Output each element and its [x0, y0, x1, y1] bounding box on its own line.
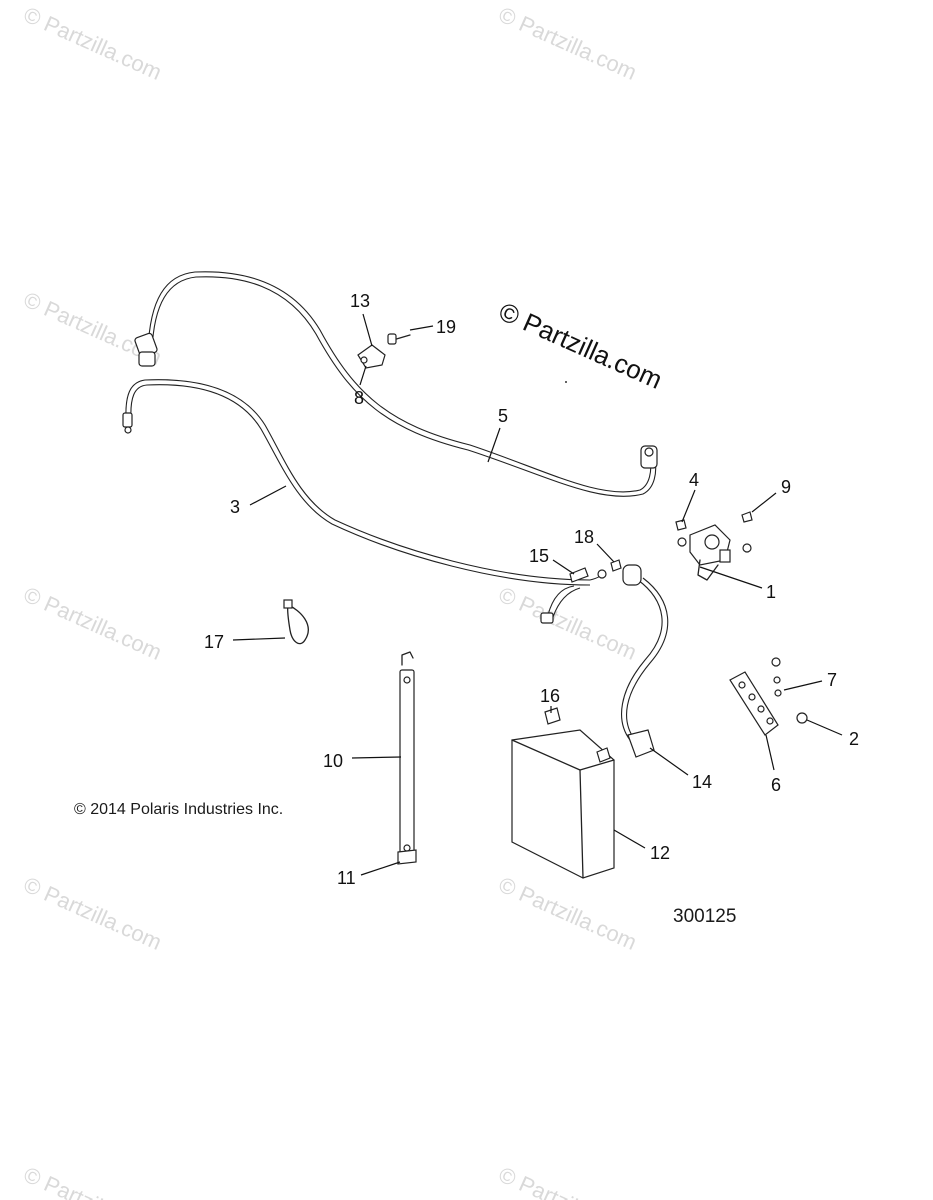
- part-5-cable: [134, 271, 658, 497]
- callout-19: 19: [436, 317, 456, 337]
- callout-17: 17: [204, 632, 224, 652]
- figure-number: 300125: [673, 906, 737, 927]
- callout-8: 8: [354, 388, 364, 408]
- watermark-bottom-center: © Partzilla.com: [495, 872, 641, 955]
- callout-2: 2: [849, 729, 859, 749]
- callout-15: 15: [529, 546, 549, 566]
- dot-mark: [565, 381, 567, 383]
- callout-5: 5: [498, 406, 508, 426]
- callout-4: 4: [689, 470, 699, 490]
- callout-7: 7: [827, 670, 837, 690]
- callout-10: 10: [323, 751, 343, 771]
- callout-13: 13: [350, 291, 370, 311]
- watermark-foot-center: © Partzilla.com: [495, 1162, 641, 1200]
- callout-14: 14: [692, 772, 712, 792]
- callout-labels: 1 2 3 4 5 6 7 8 9 10 11 12 13 14 15 16 1…: [204, 291, 859, 888]
- part-3-cable: [122, 379, 606, 624]
- copyright-notice: © 2014 Polaris Industries Inc.: [74, 801, 284, 818]
- callout-18: 18: [574, 527, 594, 547]
- watermark-lower-left: © Partzilla.com: [20, 582, 166, 665]
- part-13-clip: [357, 333, 411, 369]
- callout-16: 16: [540, 686, 560, 706]
- part-15-fitting: [569, 559, 622, 583]
- part-1-solenoid: [677, 524, 752, 581]
- leader-lines: [232, 313, 843, 876]
- watermark-bottom-left: © Partzilla.com: [20, 872, 166, 955]
- callout-11: 11: [337, 868, 356, 888]
- small-fasteners: [675, 511, 753, 531]
- callout-3: 3: [230, 497, 240, 517]
- watermark-top-left: © Partzilla.com: [20, 2, 166, 85]
- center-brand-watermark: © Partzilla.com: [495, 296, 667, 395]
- part-12-battery: [511, 707, 615, 879]
- callout-9: 9: [781, 477, 791, 497]
- watermark-foot-left: © Partzilla.com: [20, 1162, 166, 1200]
- part-17-strap: [283, 599, 309, 645]
- watermark-top-center: © Partzilla.com: [495, 2, 641, 85]
- callout-12: 12: [650, 843, 670, 863]
- callout-1: 1: [766, 582, 776, 602]
- callout-6: 6: [771, 775, 781, 795]
- part-14-cable: [621, 564, 669, 758]
- part-10-strap: [397, 651, 417, 865]
- watermark-layer: © Partzilla.com © Partzilla.com © Partzi…: [20, 2, 641, 1200]
- part-6-terminal-block: [729, 657, 808, 736]
